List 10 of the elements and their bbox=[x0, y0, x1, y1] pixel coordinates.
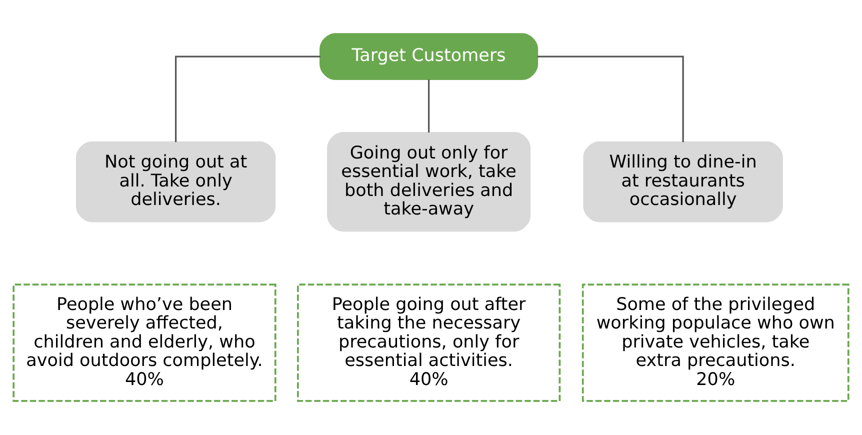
connector bbox=[175, 56, 320, 142]
node-box: Target Customers bbox=[320, 33, 538, 80]
node-box: People who’ve been severely affected, children and elderly, who avoid outdoors completely. 40% bbox=[12, 284, 276, 402]
node-box: Not going out at all. Take only deliveries. bbox=[76, 141, 276, 222]
connector bbox=[537, 56, 684, 142]
node-box: Willing to dine-in at restaurants occasionally bbox=[583, 141, 783, 222]
node-box: Going out only for essential work, take both deliveries and take-away bbox=[327, 132, 531, 232]
node-box: People going out after taking the necessary precautions, only for essential activities. 40% bbox=[296, 284, 561, 402]
connector bbox=[428, 80, 430, 132]
node-box: Some of the privileged working populace who own private vehicles, take extra precautions. 20% bbox=[582, 284, 850, 402]
